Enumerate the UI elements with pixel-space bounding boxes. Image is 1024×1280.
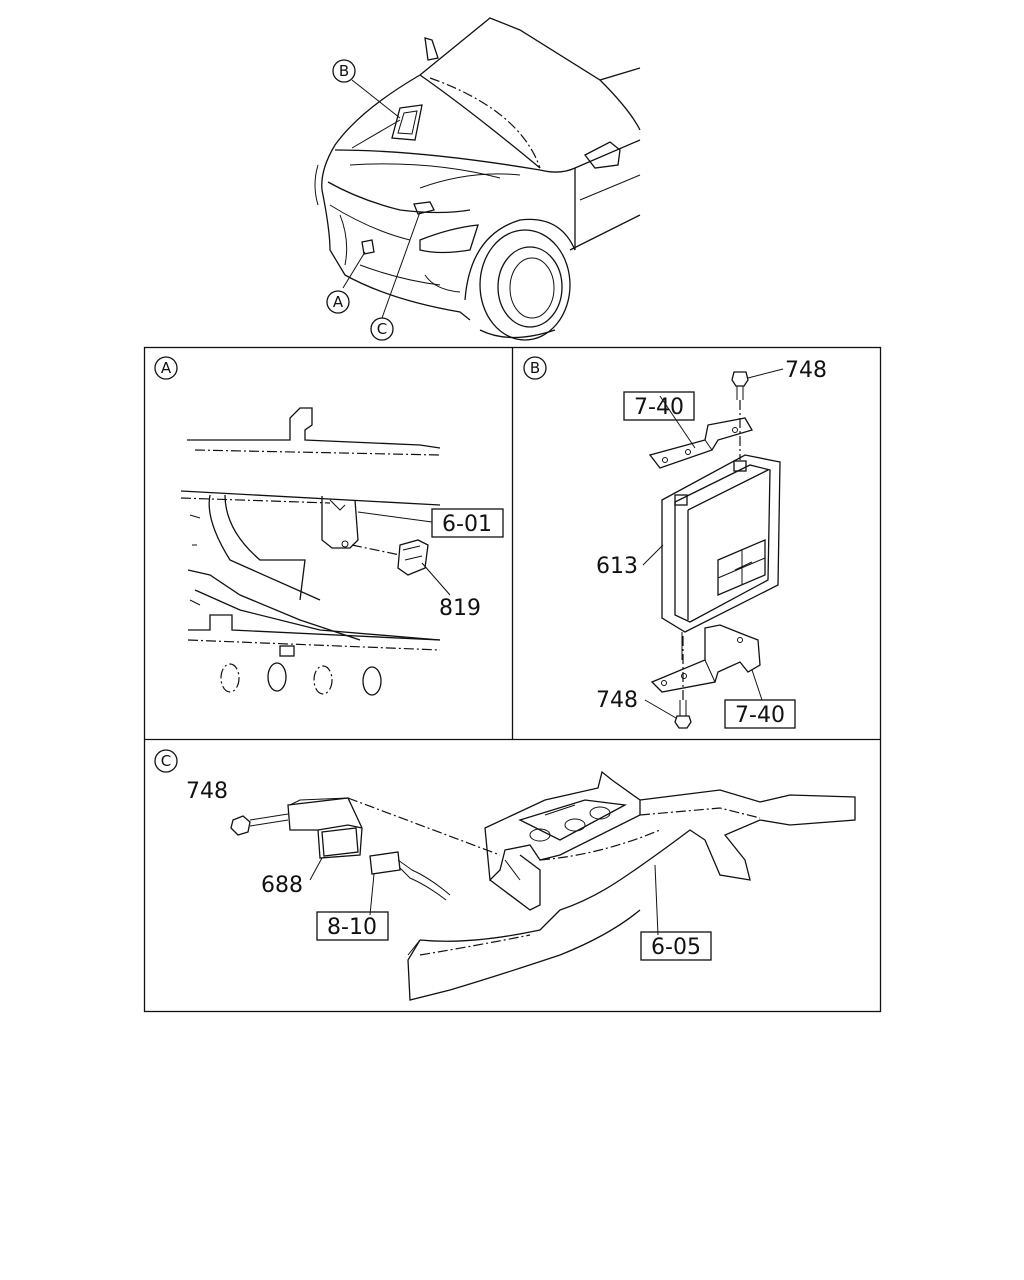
panel-c: C 8-10 6-05 — [154, 749, 856, 1001]
ref-box-8-10 — [316, 911, 389, 941]
ref-label-7-40-top: 7-40 — [634, 395, 684, 420]
panel-a: A 6-01 819 — [154, 356, 504, 696]
ref-label-8-10: 8-10 — [327, 915, 377, 940]
ref-label-6-01: 6-01 — [442, 512, 492, 537]
part-number-748-top: 748 — [785, 358, 827, 383]
panel-b: B — [523, 356, 827, 729]
callout-letter-a: A — [333, 293, 344, 311]
ref-label-6-05: 6-05 — [651, 935, 701, 960]
part-number-688: 688 — [261, 873, 303, 898]
ref-box-6-01 — [431, 508, 504, 538]
callout-letter-c: C — [377, 320, 387, 338]
callout-circle-a — [326, 290, 350, 314]
part-number-748: 748 — [186, 779, 228, 804]
ref-box-7-40-bottom — [724, 699, 796, 729]
callout-circle-c — [370, 317, 394, 341]
panel-c-letter-circle — [154, 749, 178, 773]
panel-c-letter: C — [161, 752, 171, 770]
callout-letter-b: B — [339, 62, 349, 80]
part-number-748-bottom: 748 — [596, 688, 638, 713]
panel-b-letter: B — [530, 359, 540, 377]
panel-b-letter-circle — [523, 356, 547, 380]
part-number-613: 613 — [596, 554, 638, 579]
panel-frames — [143, 346, 882, 1013]
panel-a-letter-circle — [154, 356, 178, 380]
callout-circle-b — [332, 59, 356, 83]
vehicle-overview: B A C — [314, 17, 641, 341]
ref-box-7-40-top — [623, 391, 695, 421]
ref-box-6-05 — [640, 931, 712, 961]
ref-label-7-40-bottom: 7-40 — [735, 703, 785, 728]
part-number-819: 819 — [439, 596, 481, 621]
panel-a-letter: A — [161, 359, 172, 377]
